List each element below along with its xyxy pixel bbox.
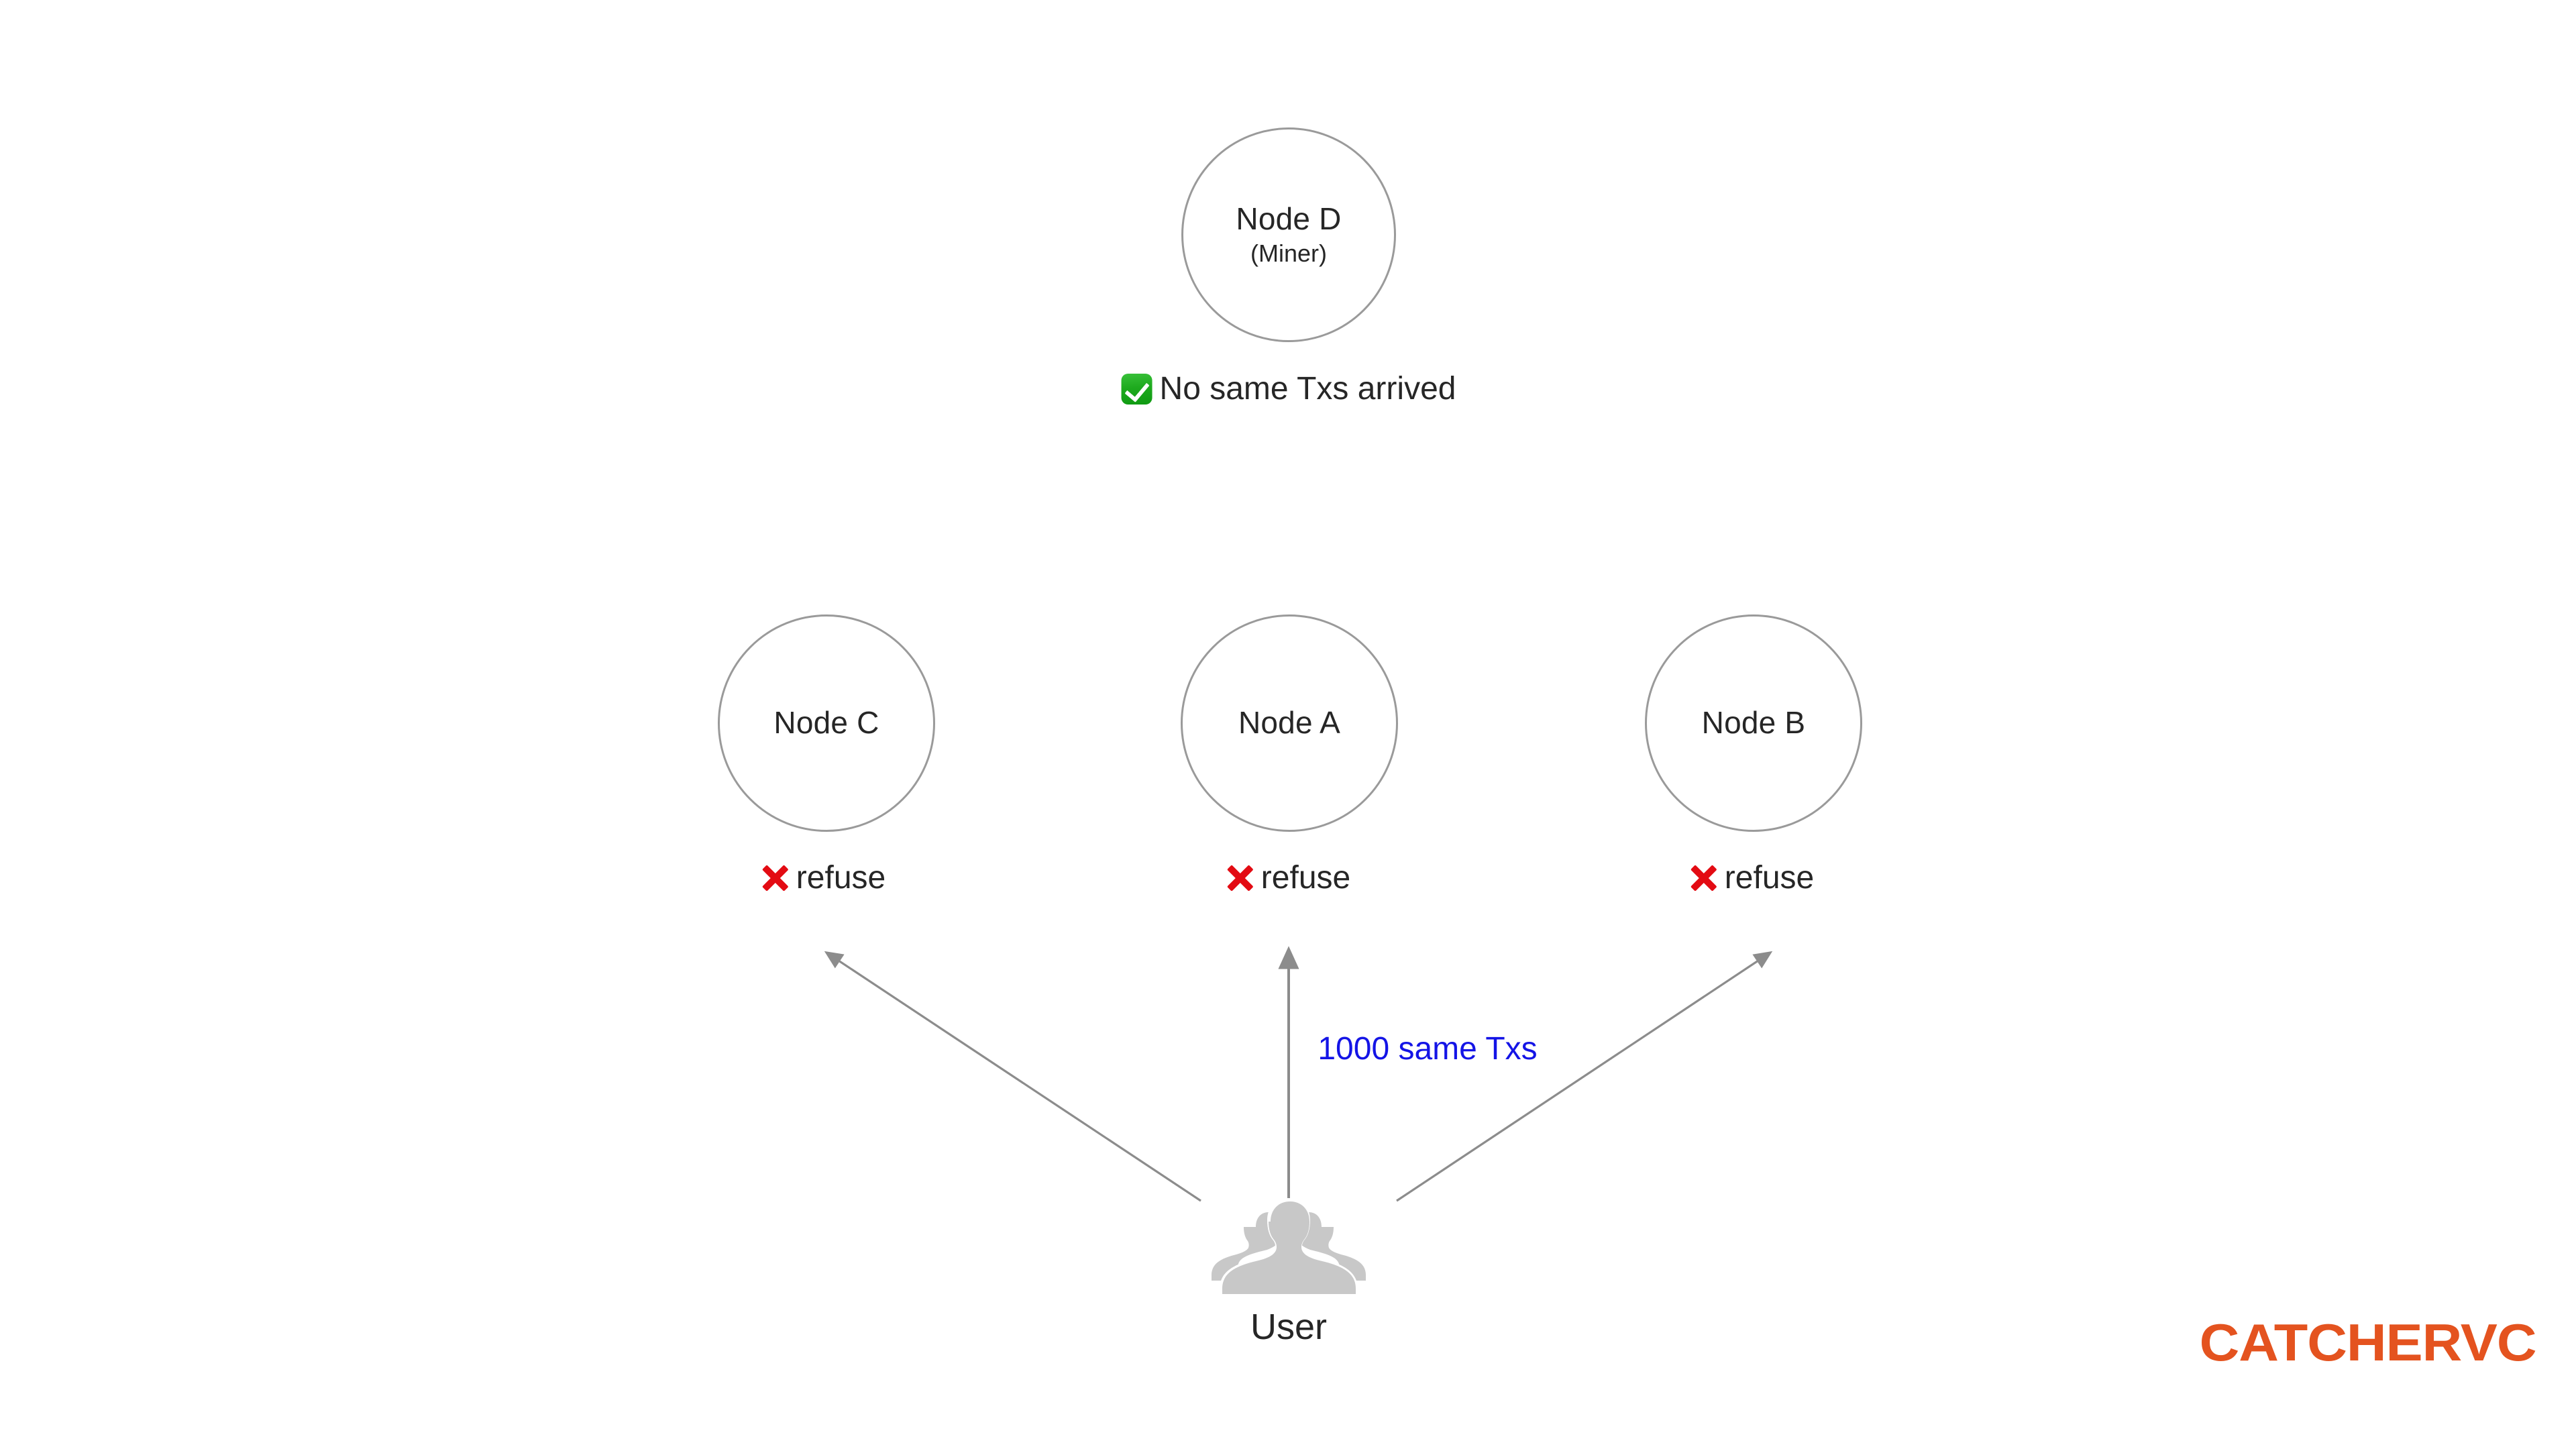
node-a[interactable]: Node A — [1181, 614, 1398, 832]
status-node-d-label: No same Txs arrived — [1159, 371, 1456, 407]
status-node-a-label: refuse — [1260, 860, 1351, 896]
node-d-subtitle: (Miner) — [1250, 239, 1327, 268]
arrow-user-to-node-c — [824, 951, 1201, 1202]
node-a-title: Node A — [1238, 705, 1341, 741]
edge-label-same-txs: 1000 same Txs — [1318, 1031, 1538, 1067]
status-node-a: refuse — [1227, 862, 1350, 894]
status-node-b: refuse — [1690, 862, 1814, 894]
node-b[interactable]: Node B — [1645, 614, 1862, 832]
user-actor[interactable]: User — [1212, 1198, 1366, 1345]
catchervc-logo: CATCHERVC — [2199, 1313, 2536, 1372]
red-cross-icon — [1227, 865, 1254, 892]
status-node-c-label: refuse — [796, 860, 886, 896]
node-d[interactable]: Node D (Miner) — [1181, 127, 1396, 342]
node-d-title: Node D — [1236, 201, 1342, 236]
green-check-icon — [1121, 374, 1152, 405]
node-c[interactable]: Node C — [718, 614, 935, 832]
node-b-title: Node B — [1701, 705, 1806, 741]
red-cross-icon — [1690, 865, 1717, 892]
red-cross-icon — [762, 865, 789, 892]
status-node-b-label: refuse — [1724, 860, 1815, 896]
arrow-user-to-node-b — [1396, 951, 1773, 1202]
status-node-c: refuse — [762, 862, 885, 894]
node-c-title: Node C — [773, 705, 879, 741]
users-group-icon — [1212, 1198, 1366, 1294]
user-actor-label: User — [1250, 1307, 1327, 1347]
status-node-d: No same Txs arrived — [1121, 371, 1456, 407]
